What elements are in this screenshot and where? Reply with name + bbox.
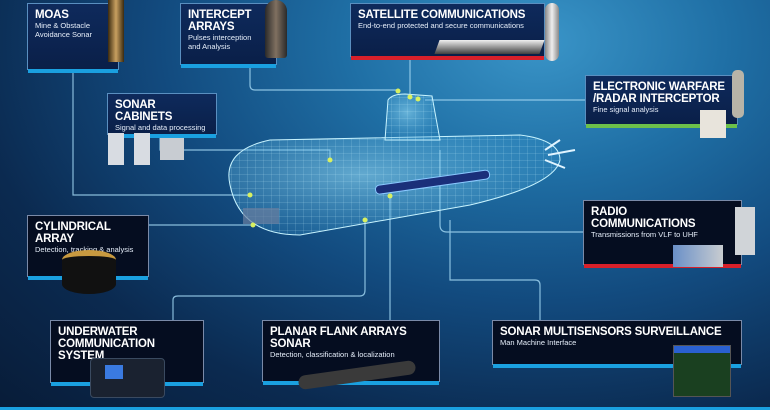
cabinets-title: SONAR CABINETS [115,99,173,123]
connector-moas [72,70,250,196]
connection-nodes [247,88,421,228]
intercept-title-1: INTERCEPT [188,9,252,21]
connector-multisensor [449,220,541,320]
radio-sub: Transmissions from VLF to UHF [591,230,698,239]
intercept-array-image [265,0,287,58]
sonar-cabinets-box: SONAR CABINETS Signal and data processin… [107,93,217,138]
planar-title: PLANAR FLANK ARRAYS SONAR [270,326,407,350]
moas-sonar-image [108,0,124,62]
planar-sub: Detection, classification & localization [270,350,395,359]
ew-unit-image [700,110,726,138]
ew-antenna-image [732,70,744,118]
ew-title-1: ELECTRONIC WARFARE [593,81,725,93]
satellite-sub: End-to-end protected and secure communic… [358,21,524,30]
radio-unit-image [673,245,723,267]
ew-title-2: /RADAR INTERCEPTOR [593,93,720,105]
moas-sub-1: Mine & Obstacle [35,21,91,30]
moas-box: MOAS Mine & Obstacle Avoidance Sonar [27,3,119,73]
cylindrical-title: CYLINDRICAL ARRAY [35,221,111,245]
multisensor-screen-image [673,345,731,397]
bottom-accent-bar [0,407,770,410]
cylindrical-sub: Detection, tracking & analysis [35,245,134,254]
intercept-title-2: ARRAYS [188,21,235,33]
underwater-device-image [90,358,165,398]
intercept-sub-1: Pulses interception [188,33,252,42]
moas-sub-2: Avoidance Sonar [35,30,92,39]
connector-radio [439,150,583,233]
submarine-hull [228,93,576,236]
multisensor-title: SONAR MULTISENSORS SURVEILLANCE [500,326,722,338]
cabinet-image-3 [160,138,184,160]
cylindrical-array-image [62,250,116,294]
multisensor-sub: Man Machine Interface [500,338,577,347]
cabinets-sub: Signal and data processing [115,123,206,132]
moas-title: MOAS [35,9,69,21]
ew-sub: Fine signal analysis [593,105,659,114]
connector-intercept [249,65,398,91]
cabinet-image-2 [134,133,150,165]
radio-rack-image [735,207,755,255]
radio-title: RADIO COMMUNICATIONS [591,206,696,230]
underwater-communication-box: UNDERWATER COMMUNICATION SYSTEM [50,320,204,386]
connector-underwater [172,222,366,320]
underwater-title-1: UNDERWATER [58,326,138,338]
intercept-arrays-box: INTERCEPT ARRAYS Pulses interception and… [180,3,277,68]
satellite-antenna-image [545,3,559,61]
satellite-title: SATELLITE COMMUNICATIONS [358,9,526,21]
intercept-sub-2: and Analysis [188,42,231,51]
cabinet-image-1 [108,133,124,165]
satellite-modem-image [434,40,545,54]
